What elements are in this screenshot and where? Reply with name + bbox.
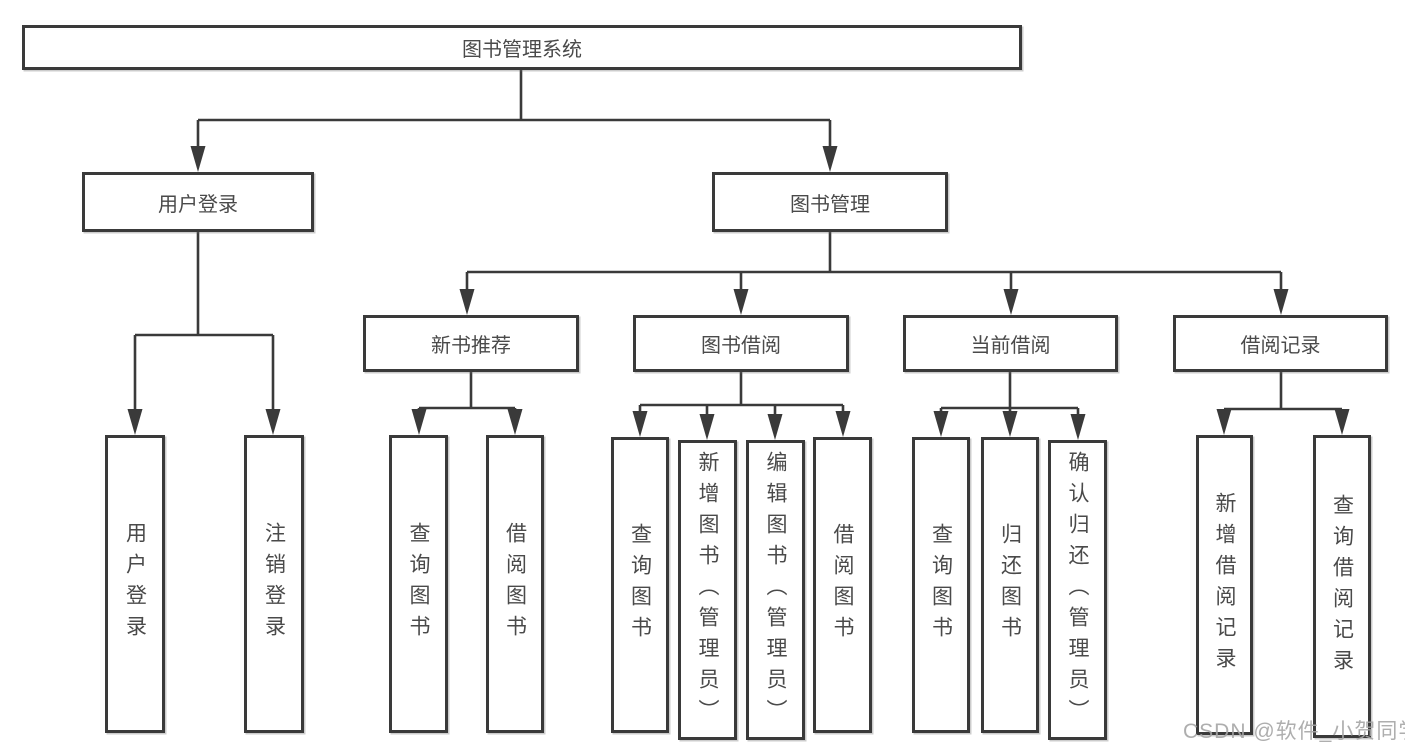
branch-label: 图书管理 xyxy=(790,193,870,216)
leaf-label: 确认归还（管理员） xyxy=(1066,450,1089,730)
root-box-library-system: 图书管理系统 xyxy=(22,25,1022,70)
watermark-text: CSDN @软件_小贺同学 xyxy=(1183,720,1405,743)
leaf-box-user-login: 用户登录 xyxy=(105,435,165,733)
node-label: 当前借阅 xyxy=(970,335,1051,357)
node-label: 图书借阅 xyxy=(701,335,781,357)
leaf-label: 查询图书 xyxy=(628,523,652,647)
leaf-box-query-books-1: 查询图书 xyxy=(389,435,448,733)
branch-box-user-login: 用户登录 xyxy=(82,172,314,232)
branch-box-book-management: 图书管理 xyxy=(712,172,948,232)
leaf-box-query-books-3: 查询图书 xyxy=(912,437,970,733)
leaf-label: 借阅图书 xyxy=(831,523,854,647)
leaf-box-borrow-books-1: 借阅图书 xyxy=(486,435,544,733)
node-box-new-book-recommendation: 新书推荐 xyxy=(363,315,579,372)
root-label: 图书管理系统 xyxy=(462,39,582,61)
leaf-label: 查询图书 xyxy=(929,523,953,647)
node-label: 借阅记录 xyxy=(1240,335,1321,357)
branch-label: 用户登录 xyxy=(158,193,238,216)
leaf-label: 注销登录 xyxy=(262,522,286,646)
leaf-label: 新增借阅记录 xyxy=(1213,492,1236,678)
leaf-label: 编辑图书（管理员） xyxy=(764,450,787,730)
leaf-box-add-books-admin: 新增图书（管理员） xyxy=(678,440,737,740)
leaf-label: 归还图书 xyxy=(998,523,1022,647)
leaf-box-return-books: 归还图书 xyxy=(981,437,1039,733)
leaf-box-add-borrow-record: 新增借阅记录 xyxy=(1196,435,1253,735)
leaf-box-edit-books-admin: 编辑图书（管理员） xyxy=(746,440,805,740)
leaf-label: 新增图书（管理员） xyxy=(696,450,719,730)
node-box-current-borrowing: 当前借阅 xyxy=(903,315,1118,372)
node-label: 新书推荐 xyxy=(431,335,511,357)
leaf-label: 查询图书 xyxy=(407,522,430,646)
node-box-book-borrowing: 图书借阅 xyxy=(633,315,849,372)
leaf-box-logout: 注销登录 xyxy=(244,435,304,733)
node-box-borrowing-records: 借阅记录 xyxy=(1173,315,1388,372)
leaf-label: 查询借阅记录 xyxy=(1330,493,1354,680)
leaf-box-confirm-return-admin: 确认归还（管理员） xyxy=(1048,440,1107,740)
leaf-box-query-books-2: 查询图书 xyxy=(611,437,669,733)
leaf-label: 借阅图书 xyxy=(503,522,527,646)
leaf-box-borrow-books-2: 借阅图书 xyxy=(813,437,872,733)
leaf-label: 用户登录 xyxy=(123,522,147,646)
leaf-box-query-borrow-record: 查询借阅记录 xyxy=(1313,435,1371,738)
